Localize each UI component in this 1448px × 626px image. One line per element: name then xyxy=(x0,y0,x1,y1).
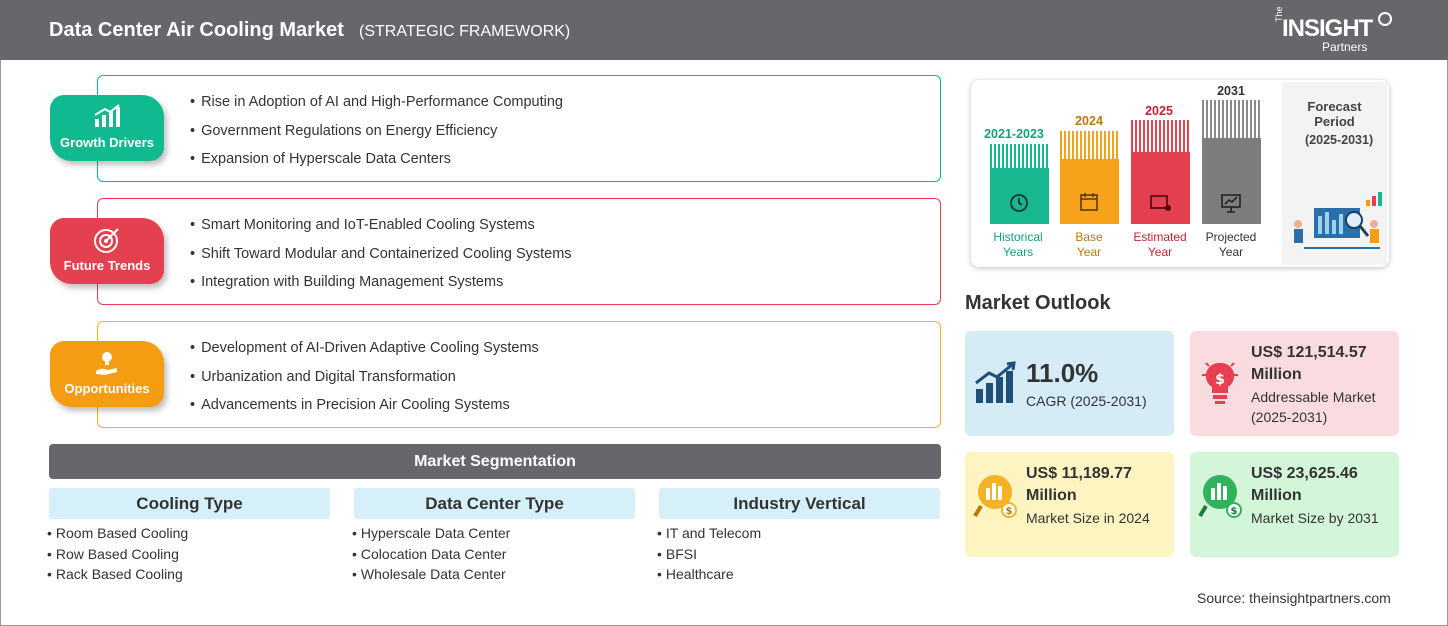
outlook-card-market-size-2031: $ US$ 23,625.46 Million Market Size by 2… xyxy=(1190,452,1399,557)
future-trends-box: Smart Monitoring and IoT-Enabled Cooling… xyxy=(97,198,941,305)
segment-list-data-center-type: Hyperscale Data Center Colocation Data C… xyxy=(352,523,510,585)
segment-item: Wholesale Data Center xyxy=(352,564,510,585)
timeline-year-historical: 2021-2023 xyxy=(984,127,1044,141)
opportunities-badge: Opportunities xyxy=(50,341,164,407)
segment-list-cooling-type: Room Based Cooling Row Based Cooling Rac… xyxy=(47,523,188,585)
market-size-2024-value: US$ 11,189.77 Million xyxy=(1026,465,1132,504)
company-logo[interactable]: The INSIGHT Partners xyxy=(1270,6,1400,54)
segment-item: BFSI xyxy=(657,544,761,565)
segment-heading-data-center-type: Data Center Type xyxy=(354,488,635,519)
future-trend-item: Shift Toward Modular and Containerized C… xyxy=(190,244,571,273)
segment-item: Hyperscale Data Center xyxy=(352,523,510,544)
outlook-card-market-size-2024: $ US$ 11,189.77 Million Market Size in 2… xyxy=(965,452,1174,557)
segment-item: Healthcare xyxy=(657,564,761,585)
opportunities-box: Development of AI-Driven Adaptive Coolin… xyxy=(97,321,941,428)
timeline-bar-historical xyxy=(990,144,1049,224)
opportunity-item: Urbanization and Digital Transformation xyxy=(190,367,539,396)
cagr-label: CAGR (2025-2031) xyxy=(1026,393,1147,409)
market-size-2024-label: Market Size in 2024 xyxy=(1026,510,1150,526)
growth-drivers-box: Rise in Adoption of AI and High-Performa… xyxy=(97,75,941,182)
timeline-label-historical: Historical Years xyxy=(993,230,1043,259)
timeline-year-projected: 2031 xyxy=(1217,84,1245,98)
future-trends-badge: Future Trends xyxy=(50,218,164,284)
timeline-label-projected: Projected Year xyxy=(1205,230,1257,259)
forecast-period-range: (2025-2031) xyxy=(1305,133,1374,147)
market-size-2031-value: US$ 23,625.46 Million xyxy=(1251,465,1358,504)
estimate-screen-icon xyxy=(1150,195,1171,211)
timeline-label-base: Base Year xyxy=(1075,230,1103,259)
target-icon xyxy=(94,228,119,253)
money-bulb-icon: $ xyxy=(1202,362,1238,404)
growth-driver-item: Government Regulations on Energy Efficie… xyxy=(190,121,563,150)
money-magnifier-icon: $ xyxy=(973,475,1017,518)
calendar-icon xyxy=(1080,193,1098,211)
logo-magnifier-icon xyxy=(1378,12,1392,26)
timeline-bar-base xyxy=(1060,131,1119,224)
segment-item: Room Based Cooling xyxy=(47,523,188,544)
forecast-period-title: Forecast Period xyxy=(1307,99,1362,129)
growth-chart-icon xyxy=(975,361,1016,403)
timeline-label-estimated: Estimated Year xyxy=(1133,230,1187,259)
market-size-2031-label: Market Size by 2031 xyxy=(1251,510,1379,526)
growth-drivers-badge: Growth Drivers xyxy=(50,95,164,161)
segment-item: Colocation Data Center xyxy=(352,544,510,565)
money-magnifier-icon: $ xyxy=(1198,475,1242,518)
timeline-year-estimated: 2025 xyxy=(1145,104,1173,118)
page-subtitle: (STRATEGIC FRAMEWORK) xyxy=(359,23,571,40)
market-segmentation-bar: Market Segmentation xyxy=(49,444,941,479)
future-trend-item: Integration with Building Management Sys… xyxy=(190,272,572,301)
future-trends-label: Future Trends xyxy=(63,258,151,273)
future-trend-item: Smart Monitoring and IoT-Enabled Cooling… xyxy=(190,215,572,244)
source-credit[interactable]: Source: theinsightpartners.com xyxy=(1197,590,1391,606)
logo-main-text: INSIGHT xyxy=(1282,15,1373,42)
segment-item: IT and Telecom xyxy=(657,523,761,544)
segment-item: Rack Based Cooling xyxy=(47,564,188,585)
bar-chart-growth-icon xyxy=(94,104,120,127)
outlook-card-addressable-market: $ US$ 121,514.57 Million Addressable Mar… xyxy=(1190,331,1399,436)
segment-list-industry-vertical: IT and Telecom BFSI Healthcare xyxy=(657,523,761,585)
growth-drivers-label: Growth Drivers xyxy=(60,135,154,150)
projection-board-icon xyxy=(1221,194,1241,213)
logo-partners-text: Partners xyxy=(1322,40,1368,54)
addressable-market-label: Addressable Market (2025-2031) xyxy=(1251,389,1376,425)
segment-item: Row Based Cooling xyxy=(47,544,188,565)
growth-driver-item: Rise in Adoption of AI and High-Performa… xyxy=(190,92,563,121)
segment-heading-industry-vertical: Industry Vertical xyxy=(659,488,940,519)
idea-hand-icon xyxy=(96,352,117,375)
outlook-card-cagr: 11.0% CAGR (2025-2031) xyxy=(965,331,1174,436)
opportunity-item: Development of AI-Driven Adaptive Coolin… xyxy=(190,338,539,367)
opportunity-item: Advancements in Precision Air Cooling Sy… xyxy=(190,395,539,424)
header-bar: Data Center Air Cooling Market (STRATEGI… xyxy=(0,0,1448,60)
addressable-market-value: US$ 121,514.57 Million xyxy=(1251,344,1367,383)
market-outlook-title: Market Outlook xyxy=(965,292,1111,314)
opportunities-label: Opportunities xyxy=(64,381,150,396)
growth-driver-item: Expansion of Hyperscale Data Centers xyxy=(190,149,563,178)
history-clock-icon xyxy=(1010,194,1028,212)
timeline-bar-estimated xyxy=(1131,120,1190,224)
page-title: Data Center Air Cooling Market xyxy=(49,19,344,41)
svg-text:$: $ xyxy=(1231,506,1238,517)
timeline-bar-projected xyxy=(1202,100,1261,224)
cagr-value: 11.0% xyxy=(1026,358,1099,388)
timeline-year-base: 2024 xyxy=(1075,114,1103,128)
analytics-people-icon xyxy=(1294,192,1382,249)
segment-heading-cooling-type: Cooling Type xyxy=(49,488,330,519)
svg-text:$: $ xyxy=(1215,372,1225,388)
svg-text:$: $ xyxy=(1006,506,1013,517)
